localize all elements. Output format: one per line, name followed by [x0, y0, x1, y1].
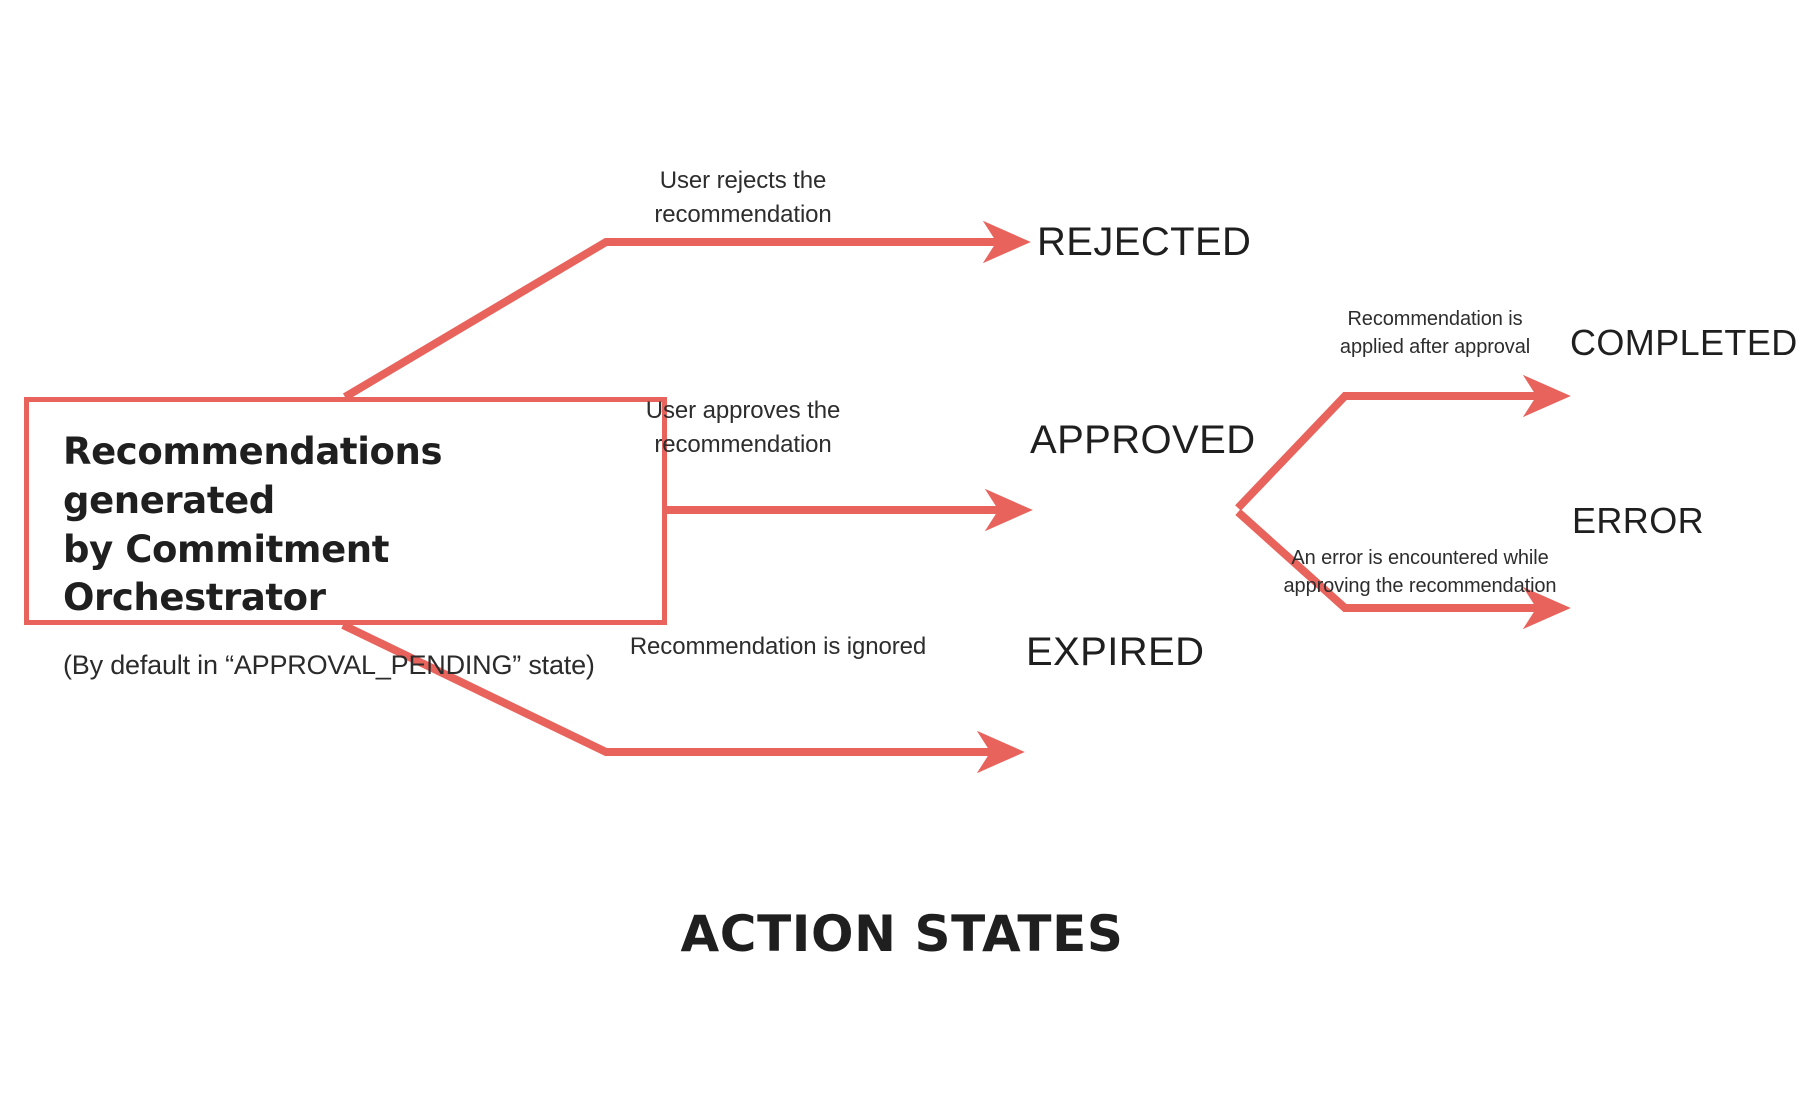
transition-label-errored: An error is encountered while approving … [1283, 547, 1557, 598]
figure-caption: ACTION STATES [680, 905, 1124, 963]
transition-label-ignored: Recommendation is ignored [629, 633, 927, 660]
state-label-expired: EXPIRED [1026, 630, 1205, 674]
state-label-completed: COMPLETED [1570, 322, 1798, 363]
source-node-subtitle: (By default in “APPROVAL_PENDING” state) [63, 650, 595, 681]
state-label-approved: APPROVED [1030, 418, 1256, 462]
arrow-to-completed [1235, 374, 1571, 511]
transition-label-rejects: User rejects the recommendation [654, 167, 832, 229]
state-label-error: ERROR [1572, 500, 1705, 541]
source-node-title: Recommendations generated by Commitment … [63, 430, 443, 620]
source-node: Recommendations generated by Commitment … [24, 397, 667, 680]
state-label-rejected: REJECTED [1037, 220, 1252, 264]
transition-label-approves: User approves the recommendation [645, 397, 841, 459]
transition-label-applied: Recommendation is applied after approval [1339, 308, 1531, 359]
arrow-to-rejected [342, 220, 1031, 401]
